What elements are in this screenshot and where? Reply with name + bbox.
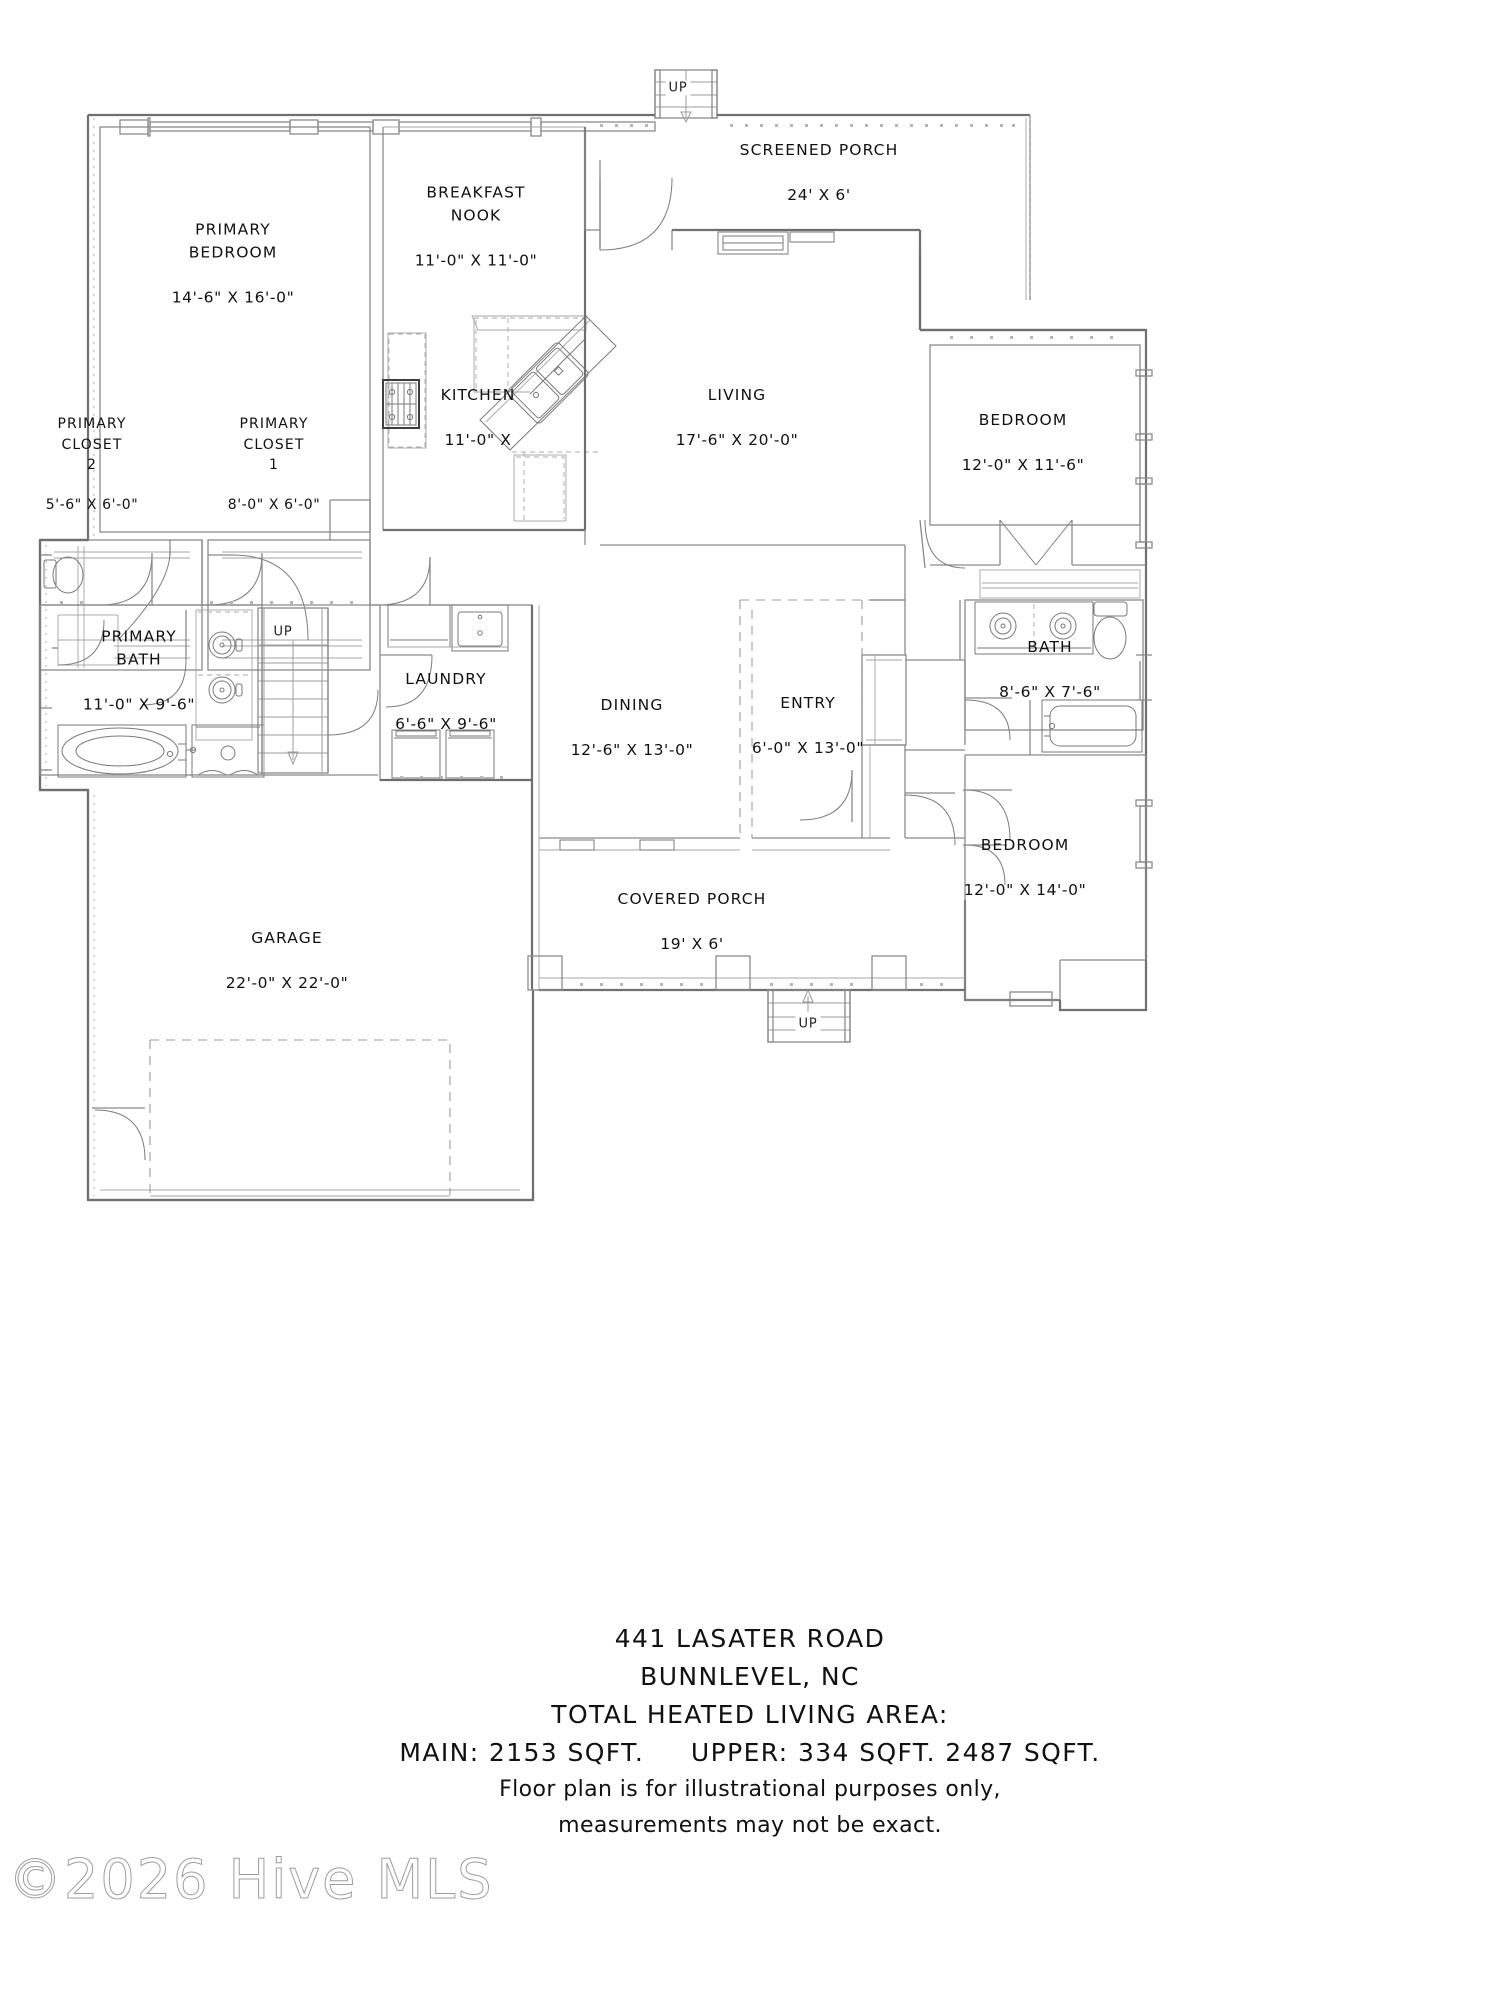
sink-icon bbox=[208, 631, 243, 659]
plan-caption-block: 441 LASATER ROAD BUNNLEVEL, NC TOTAL HEA… bbox=[0, 1620, 1500, 1843]
stair-up-label-bottom: UP bbox=[795, 1016, 821, 1032]
primary-bedroom-walls bbox=[99, 117, 656, 533]
exterior-walls bbox=[38, 113, 1148, 1202]
covered-porch-walls bbox=[527, 955, 965, 992]
living-room-walls bbox=[584, 530, 906, 840]
stair-top-icon bbox=[654, 69, 718, 124]
bath-right-walls bbox=[964, 599, 1152, 756]
screened-porch-walls bbox=[584, 118, 1031, 330]
caption-address-line-1: 441 LASATER ROAD bbox=[614, 1624, 886, 1653]
garage-walls bbox=[86, 790, 533, 1202]
caption-address-line-2: BUNNLEVEL, NC bbox=[640, 1662, 860, 1691]
bathtub-icon bbox=[1041, 699, 1143, 753]
stair-bottom-icon bbox=[767, 988, 851, 1043]
primary-bath-walls bbox=[39, 604, 265, 778]
breakfast-nook-walls bbox=[382, 126, 617, 532]
toilet-icon bbox=[43, 556, 84, 594]
washer-dryer-icon bbox=[391, 729, 495, 779]
entry-walls bbox=[799, 599, 966, 846]
kitchen-counter bbox=[471, 315, 617, 520]
dining-walls bbox=[539, 837, 890, 851]
bedroom-upper-right-walls bbox=[919, 328, 1153, 599]
misc-linework bbox=[40, 499, 965, 839]
utility-sink-icon bbox=[451, 604, 509, 652]
stair-up-label-middle: UP bbox=[270, 624, 296, 640]
toilet-icon bbox=[1093, 601, 1128, 660]
mls-watermark: ©2026 Hive MLS bbox=[8, 1848, 494, 1912]
bathtub-icon bbox=[57, 724, 187, 778]
sink-icon bbox=[208, 676, 243, 704]
caption-disclaimer-line-1: Floor plan is for illustrational purpose… bbox=[499, 1777, 1001, 1802]
wall-hatch-left bbox=[45, 118, 95, 1196]
sink-icon bbox=[989, 612, 1017, 640]
caption-disclaimer-line-2: measurements may not be exact. bbox=[558, 1812, 942, 1838]
caption-area-breakdown: MAIN: 2153 SQFT. UPPER: 334 SQFT. 2487 S… bbox=[399, 1738, 1101, 1767]
stair-middle-icon bbox=[257, 607, 379, 776]
bedroom-lower-right-walls bbox=[963, 755, 1153, 1007]
sink-icon bbox=[1049, 612, 1077, 640]
stair-up-label-top: UP bbox=[665, 80, 691, 96]
caption-area-heading: TOTAL HEATED LIVING AREA: bbox=[551, 1700, 949, 1729]
range-icon bbox=[382, 379, 420, 429]
laundry-walls bbox=[379, 604, 540, 990]
